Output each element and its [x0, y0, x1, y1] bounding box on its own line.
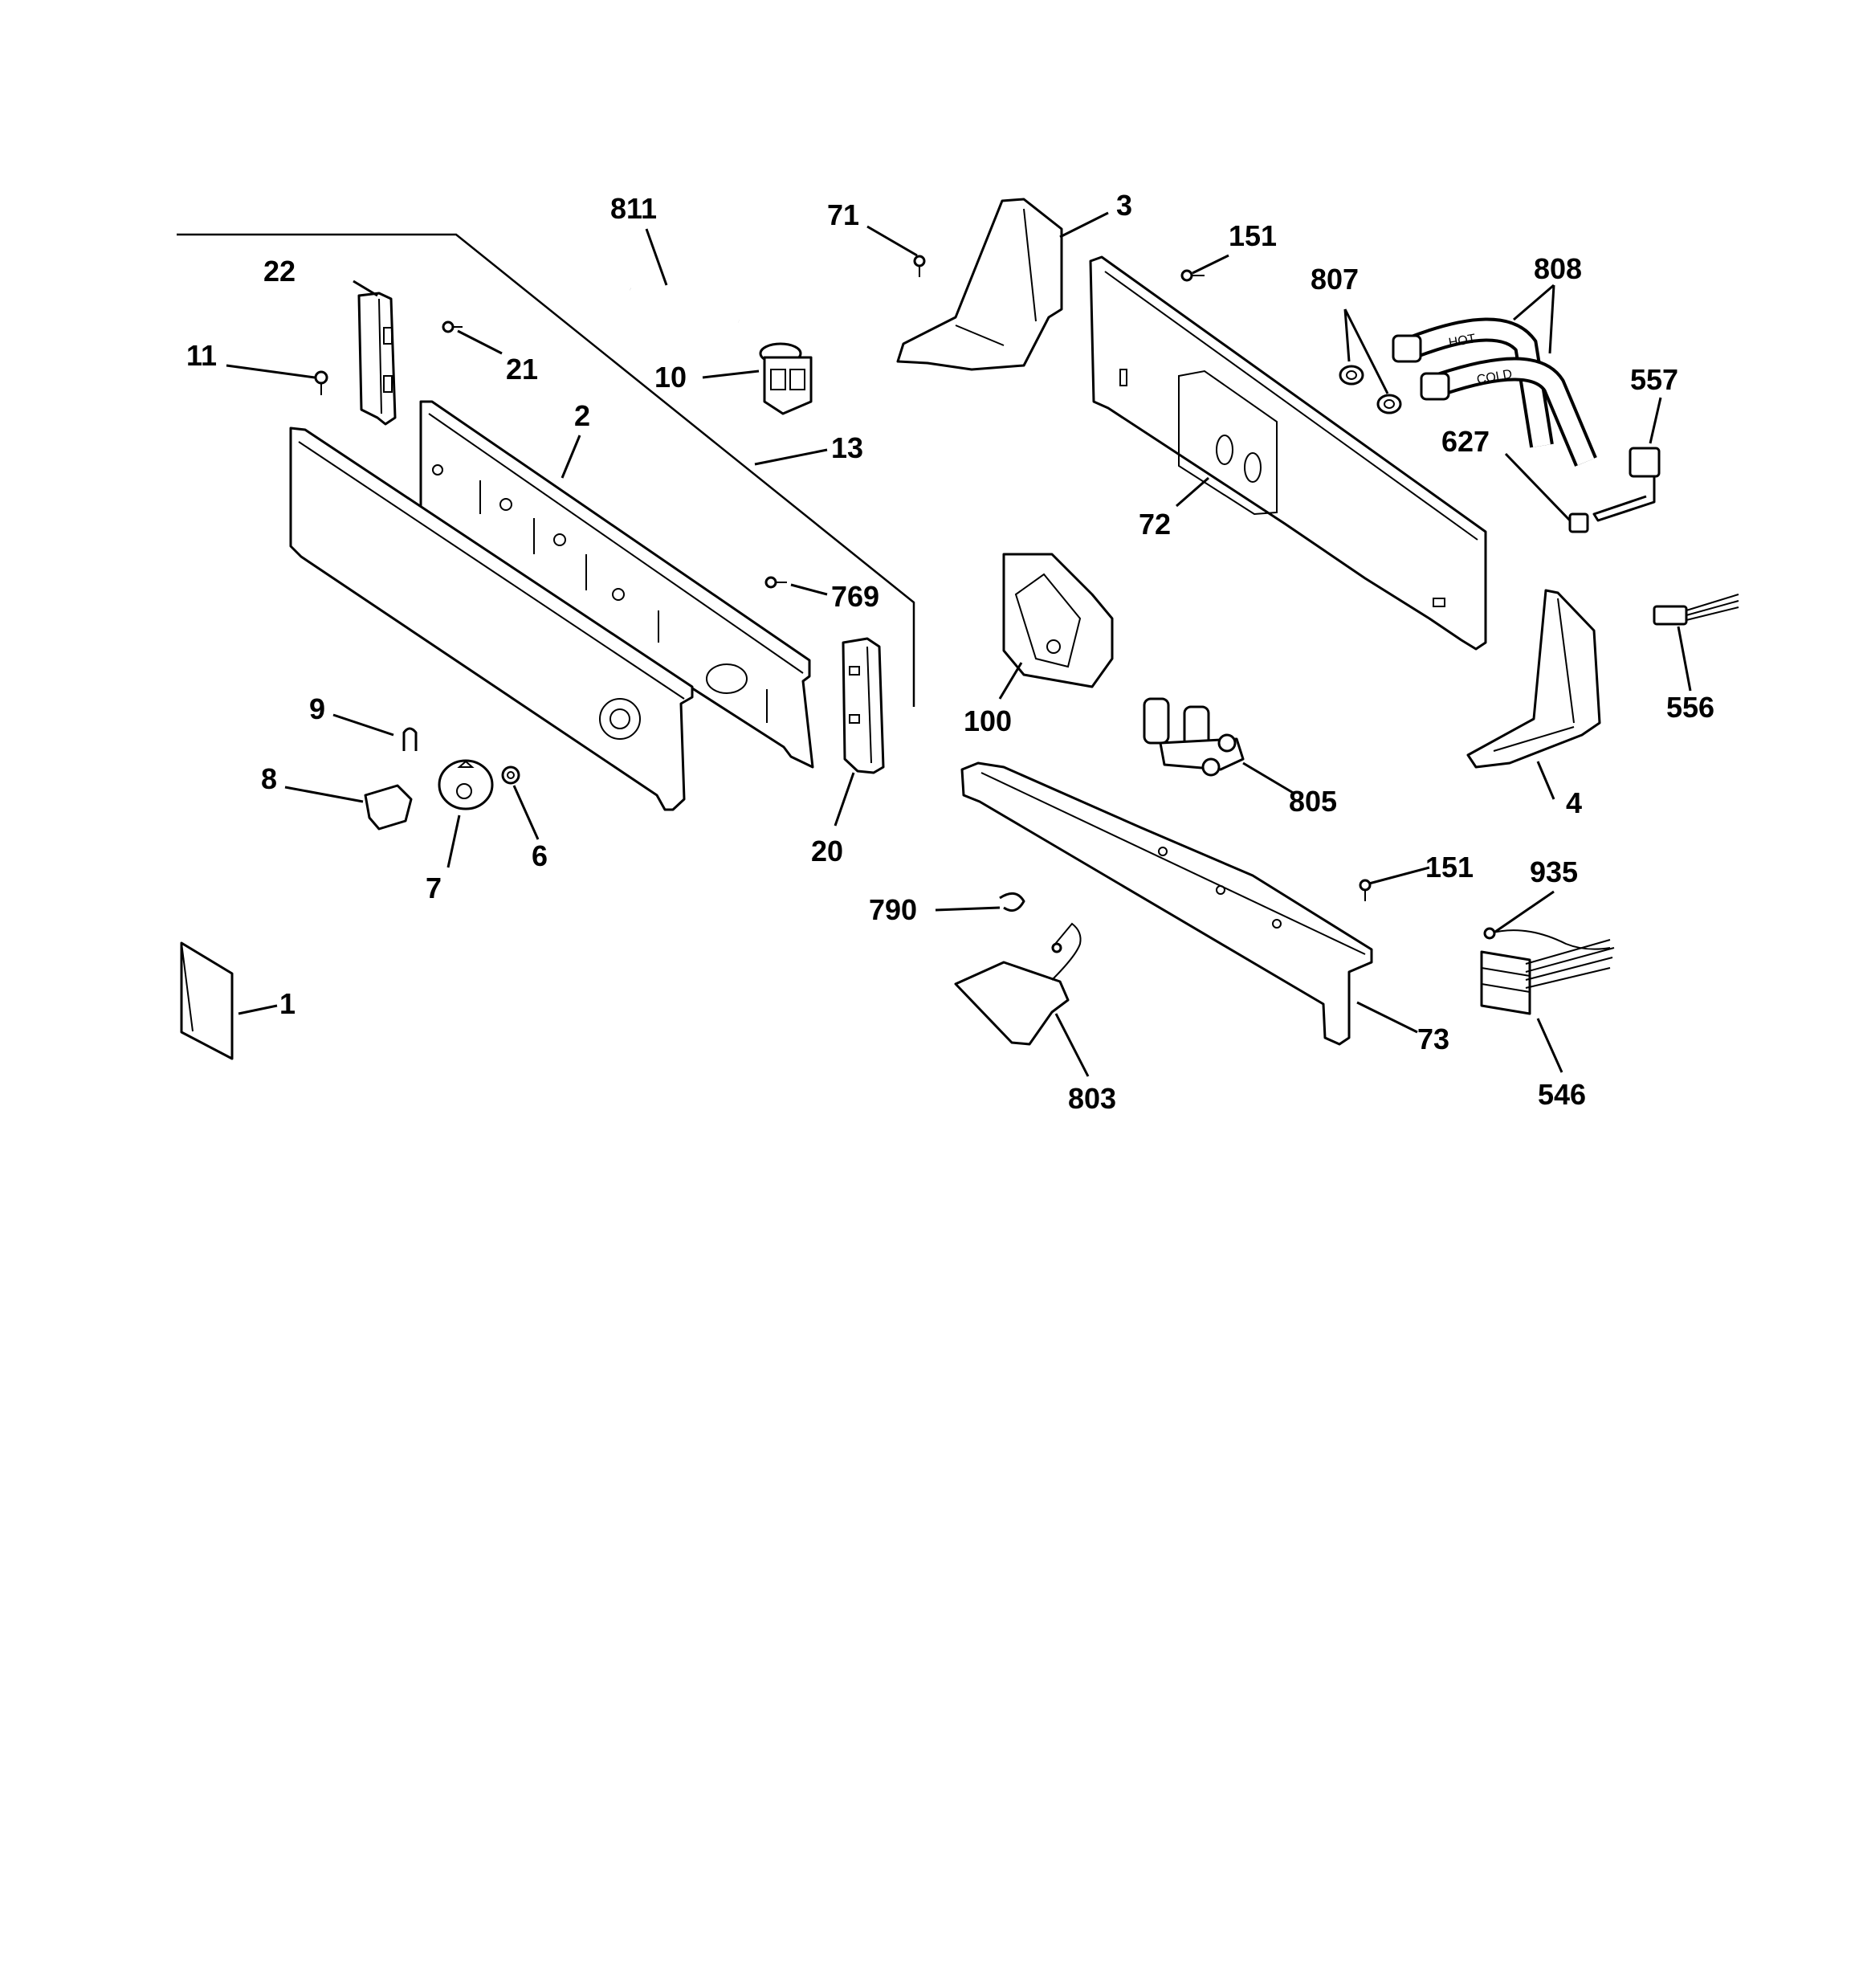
label-10: 10 [654, 361, 687, 394]
label-769: 769 [831, 580, 879, 613]
leader-lines [226, 211, 1692, 1077]
label-627: 627 [1441, 425, 1490, 458]
part-1-literature-envelope[interactable] [180, 941, 234, 1060]
label-3: 3 [1116, 189, 1132, 222]
label-546: 546 [1538, 1078, 1586, 1111]
label-151-upper: 151 [1229, 219, 1277, 252]
label-808: 808 [1534, 252, 1582, 285]
label-1: 1 [279, 987, 296, 1020]
part-769-screw[interactable] [764, 576, 787, 589]
part-100-timer[interactable] [1002, 553, 1114, 688]
part-9-clip[interactable] [402, 727, 418, 751]
label-20: 20 [811, 835, 843, 867]
part-807-washers[interactable] [1339, 365, 1402, 414]
assembly-bracket-line [177, 233, 915, 707]
label-935: 935 [1530, 855, 1578, 888]
part-803-hose-bracket[interactable] [954, 922, 1082, 1046]
part-808-inlet-hoses[interactable]: HOT COLD [1392, 317, 1597, 467]
part-556-connector[interactable] [1653, 594, 1739, 626]
part-790-clamp[interactable] [999, 892, 1025, 912]
label-803: 803 [1068, 1082, 1116, 1115]
part-151-screw-upper[interactable] [1180, 269, 1205, 282]
label-73: 73 [1417, 1023, 1449, 1055]
label-807: 807 [1311, 263, 1359, 296]
part-151-screw-lower[interactable] [1359, 879, 1372, 901]
label-72: 72 [1139, 508, 1171, 541]
part-627-plug[interactable] [1568, 512, 1589, 533]
label-21: 21 [506, 353, 538, 386]
part-7-dial[interactable] [438, 759, 494, 810]
label-151-lower: 151 [1425, 851, 1474, 884]
part-2-control-panel-plate[interactable] [419, 400, 814, 769]
label-790: 790 [869, 893, 917, 926]
part-21-screw[interactable] [442, 320, 463, 333]
part-72-rear-panel[interactable] [1089, 255, 1487, 651]
part-805-water-valve[interactable] [1143, 697, 1245, 777]
part-11-screw[interactable] [314, 370, 328, 395]
part-20-right-end-cap[interactable] [842, 637, 885, 774]
part-8-knob[interactable] [364, 784, 413, 831]
part-71-screw[interactable] [913, 255, 926, 277]
label-8: 8 [261, 762, 277, 795]
label-6: 6 [532, 839, 548, 872]
label-557: 557 [1630, 363, 1678, 396]
label-2: 2 [574, 399, 590, 432]
part-22-left-end-cap[interactable] [357, 292, 397, 426]
label-7: 7 [426, 872, 442, 904]
label-100: 100 [964, 704, 1012, 737]
part-10-pressure-switch[interactable] [759, 342, 813, 415]
label-4: 4 [1566, 786, 1582, 819]
label-9: 9 [309, 692, 325, 725]
part-935-ground-wire[interactable] [1483, 927, 1611, 950]
part-control-panel-front[interactable] [289, 427, 694, 811]
part-73-bottom-rail[interactable] [960, 761, 1373, 1046]
part-4-right-side-bracket[interactable] [1466, 589, 1601, 769]
label-811: 811 [610, 192, 657, 225]
part-3-left-side-bracket[interactable] [896, 198, 1063, 371]
label-71: 71 [827, 198, 859, 231]
hose-hot-text: HOT [1448, 332, 1477, 350]
part-6-nut[interactable] [501, 765, 520, 785]
label-805: 805 [1289, 785, 1337, 818]
part-811-pressure-hose[interactable] [629, 287, 740, 324]
label-11: 11 [186, 339, 217, 372]
label-556: 556 [1666, 691, 1714, 724]
part-546-harness-connector[interactable] [1480, 939, 1615, 1015]
label-22: 22 [263, 255, 296, 288]
part-557-switch[interactable] [1592, 447, 1661, 522]
label-13: 13 [831, 431, 863, 464]
